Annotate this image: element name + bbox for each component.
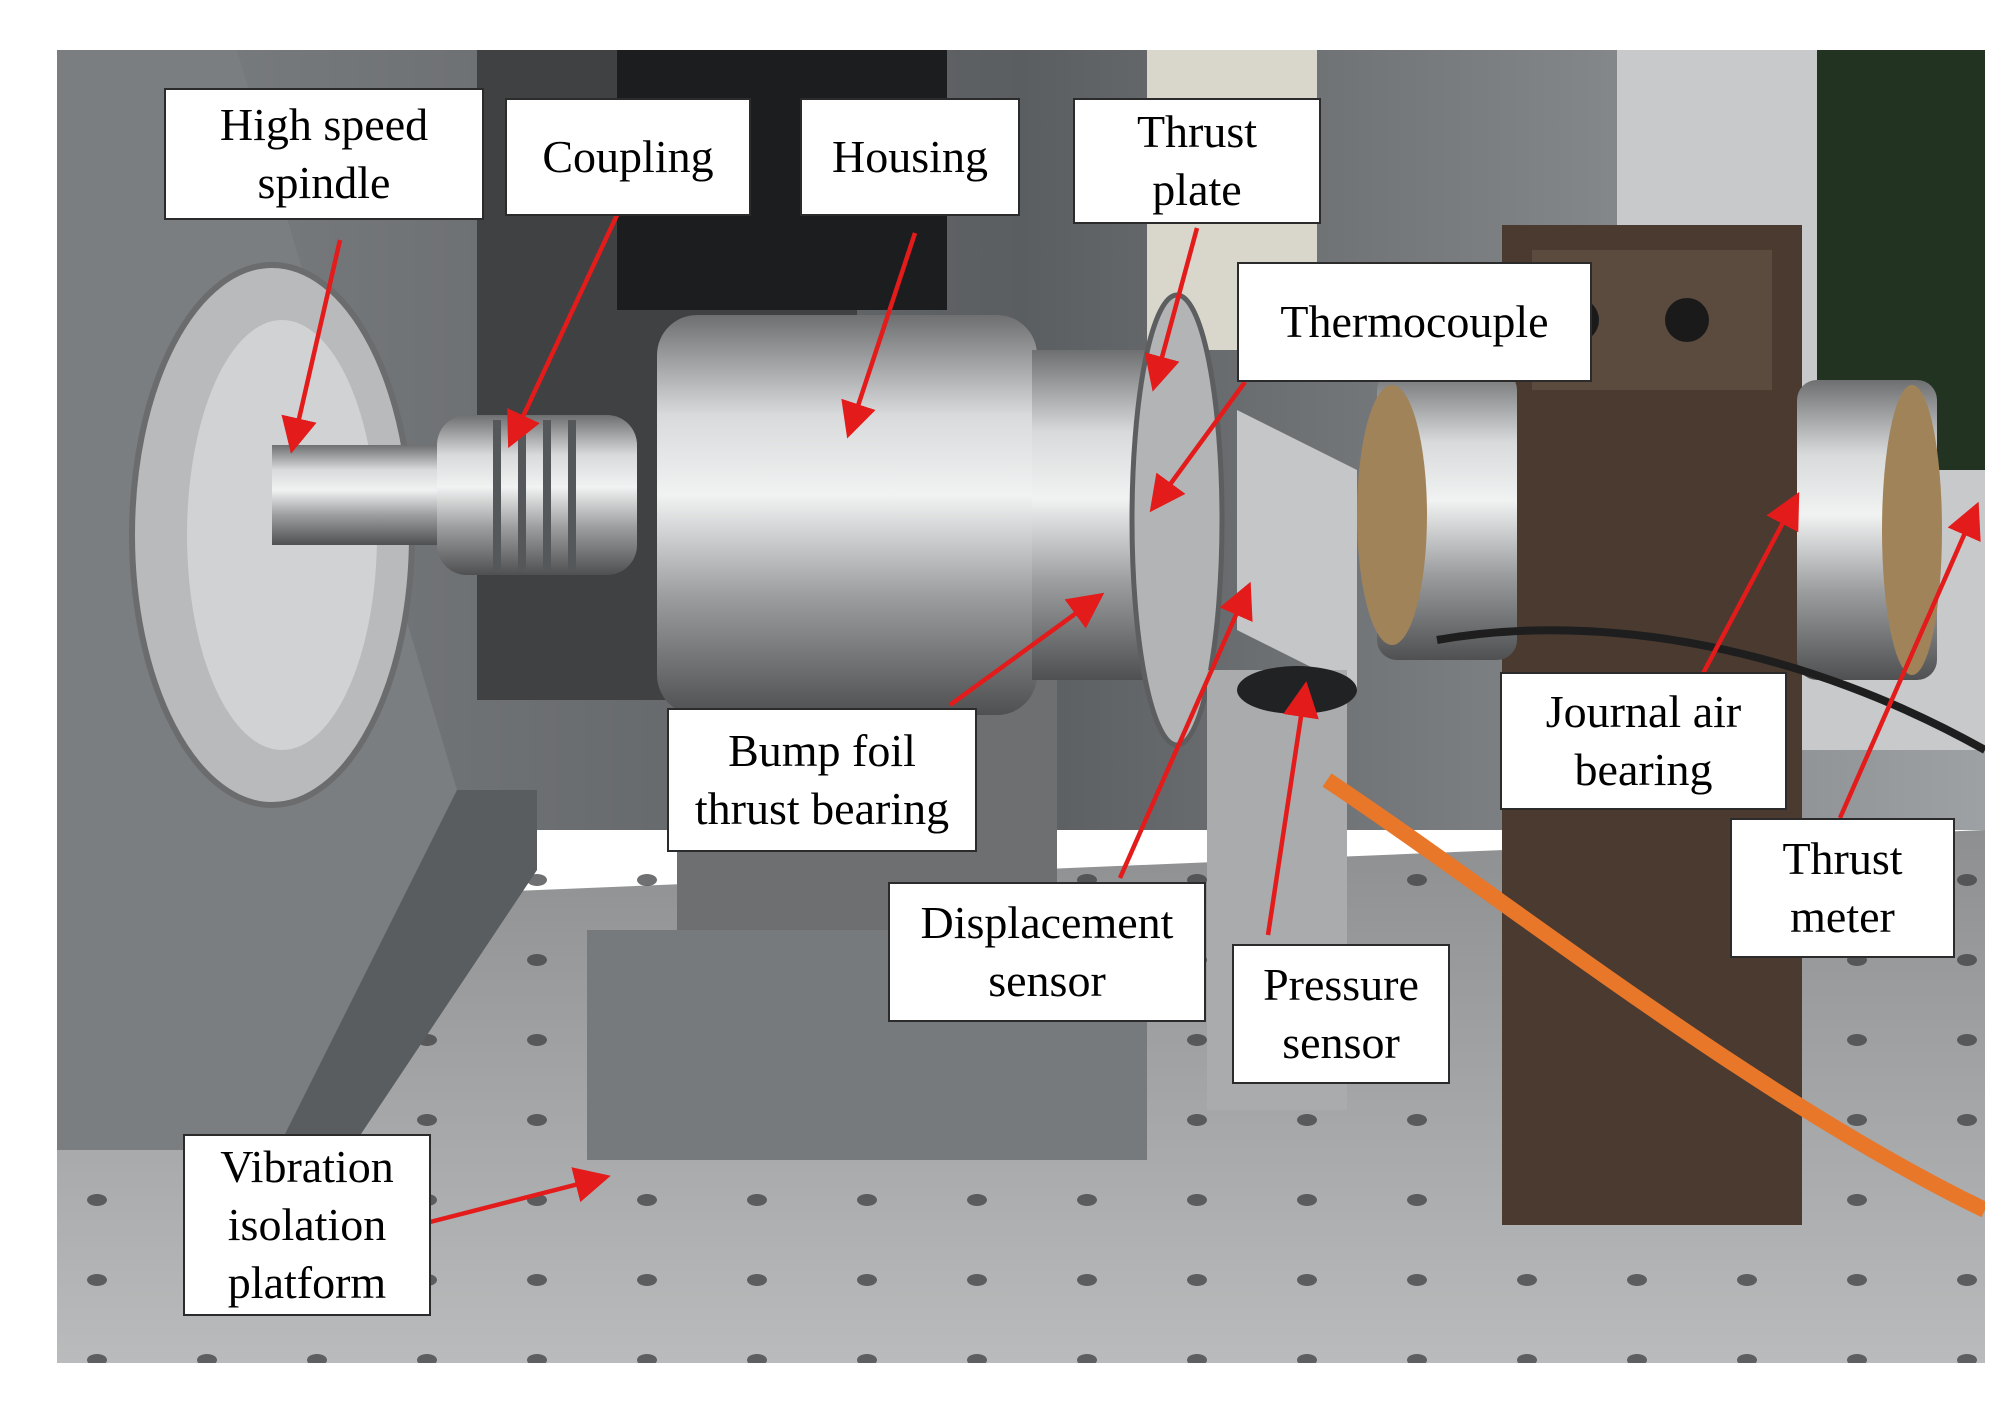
label-line: thrust bearing: [694, 783, 950, 834]
label-housing: Housing: [800, 98, 1020, 216]
label-thermocouple: Thermocouple: [1237, 262, 1592, 382]
label-line: Thermocouple: [1280, 296, 1549, 347]
sensor-bracket: [1237, 410, 1357, 690]
label-line: Thrust: [1136, 106, 1258, 157]
label-line: Bump foil: [728, 725, 916, 776]
label-line: platform: [227, 1257, 387, 1308]
label-coupling: Coupling: [505, 98, 751, 216]
label-line: sensor: [988, 955, 1106, 1006]
label-thrust-meter: Thrust meter: [1730, 818, 1955, 958]
label-pressure-sensor: Pressure sensor: [1232, 944, 1450, 1084]
label-line: Displacement: [920, 897, 1174, 948]
label-journal-air-bearing: Journal air bearing: [1500, 672, 1787, 810]
orange-cable: [1322, 773, 1985, 1218]
label-line: Pressure: [1263, 959, 1419, 1010]
label-thrust-plate: Thrust plate: [1073, 98, 1321, 224]
label-line: bearing: [1574, 744, 1713, 795]
label-line: spindle: [257, 157, 391, 208]
label-vibration-isolation-platform: Vibration isolation platform: [183, 1134, 431, 1316]
label-line: meter: [1790, 891, 1895, 942]
label-line: High speed: [219, 99, 429, 150]
label-line: Housing: [832, 131, 988, 182]
test-rig-photo: [57, 50, 1985, 1363]
label-high-speed-spindle: High speed spindle: [164, 88, 484, 220]
label-line: isolation: [227, 1199, 387, 1250]
label-line: Vibration: [220, 1141, 394, 1192]
label-line: sensor: [1282, 1017, 1400, 1068]
label-bump-foil-thrust-bearing: Bump foil thrust bearing: [667, 708, 977, 852]
label-line: Coupling: [542, 131, 714, 182]
coupling: [437, 415, 637, 575]
label-line: plate: [1152, 164, 1242, 215]
housing: [657, 315, 1037, 715]
label-line: Thrust: [1782, 833, 1903, 884]
label-displacement-sensor: Displacement sensor: [888, 882, 1206, 1022]
label-line: Journal air: [1545, 686, 1742, 737]
